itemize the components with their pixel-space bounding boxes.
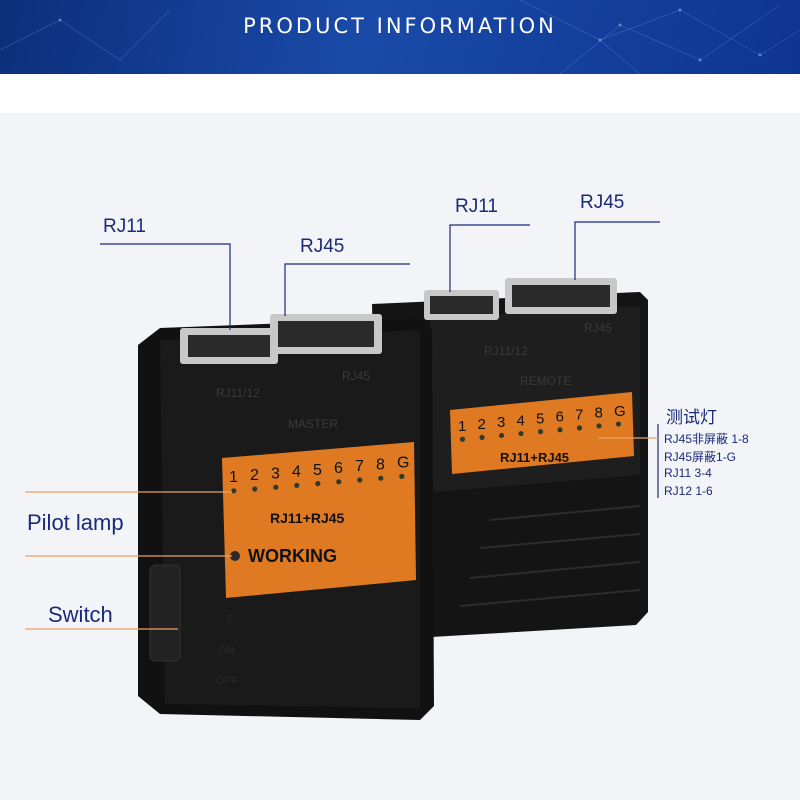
- master-led-dot: [336, 479, 342, 485]
- remote-grip-lines: [459, 505, 641, 607]
- remote-unit-name: REMOTE: [520, 374, 571, 388]
- master-led-dot: [399, 473, 405, 479]
- master-number: 4: [292, 464, 301, 481]
- page-title: PRODUCT INFORMATION: [243, 14, 557, 38]
- header-banner: PRODUCT INFORMATION: [0, 0, 800, 74]
- master-led-dot: [315, 481, 321, 487]
- remote-led-dot: [537, 429, 544, 435]
- legend-title: 测试灯: [666, 408, 717, 427]
- master-number: 7: [355, 458, 364, 475]
- callout-left-rj11: RJ11: [103, 216, 146, 237]
- callout-right-rj45: RJ45: [580, 192, 625, 213]
- remote-number: 4: [517, 412, 525, 429]
- working-label: WORKING: [248, 546, 337, 566]
- remote-number: 5: [536, 410, 544, 427]
- master-led-dot: [231, 488, 237, 494]
- legend-line-4: RJ12 1-6: [664, 484, 713, 498]
- remote-port-label: RJ11/12: [484, 344, 528, 358]
- remote-led-dot: [498, 432, 505, 439]
- master-led-dot: [378, 475, 384, 481]
- switch-mark-off: OFF: [216, 675, 238, 687]
- master-number: 1: [229, 469, 238, 486]
- remote-led-dot: [459, 436, 466, 442]
- remote-number: 3: [497, 414, 505, 431]
- remote-led-dot: [615, 421, 622, 427]
- master-number: 6: [334, 460, 343, 477]
- remote-rj45-label: RJ45: [584, 321, 612, 335]
- master-port-label: RJ11/12: [216, 386, 260, 400]
- legend-line-2: RJ45屏蔽1-G: [664, 450, 737, 464]
- remote-led-dot: [596, 423, 602, 429]
- remote-number: 7: [575, 407, 583, 424]
- switch-mark-on: ON: [218, 645, 235, 657]
- remote-led-dot: [557, 427, 563, 433]
- master-led-panel: [222, 442, 416, 598]
- network-pattern: [0, 0, 800, 74]
- switch-mark-s: S: [226, 613, 233, 625]
- master-number: 3: [271, 465, 280, 482]
- master-number: 2: [250, 467, 259, 484]
- remote-number: G: [614, 403, 626, 420]
- remote-number: 6: [556, 409, 564, 426]
- remote-led-dot: [576, 425, 583, 431]
- master-number: G: [397, 455, 409, 472]
- master-number: 5: [313, 462, 322, 479]
- master-number: 8: [376, 456, 385, 473]
- master-led-dot: [273, 484, 279, 490]
- legend-line-3: RJ11 3-4: [664, 466, 712, 480]
- callout-right-rj11: RJ11: [455, 196, 498, 217]
- callout-switch: Switch: [48, 602, 113, 627]
- remote-number: 1: [458, 418, 466, 435]
- remote-led-dot: [518, 430, 524, 437]
- power-switch[interactable]: [149, 564, 181, 662]
- master-panel-text: RJ11+RJ45: [270, 510, 345, 526]
- working-lamp: [230, 551, 240, 561]
- orange-callouts: [25, 437, 658, 630]
- legend-line-1: RJ45非屏蔽 1-8: [664, 432, 749, 446]
- remote-led-dot: [479, 434, 485, 440]
- master-led-dot: [357, 477, 363, 483]
- callout-pilot-lamp: Pilot lamp: [27, 510, 124, 535]
- remote-number: 2: [478, 416, 486, 433]
- callout-lines: [100, 221, 660, 498]
- master-rj45-label: RJ45: [342, 369, 370, 383]
- remote-number: 8: [595, 405, 603, 422]
- callout-left-rj45: RJ45: [300, 236, 345, 257]
- master-led-dot: [294, 482, 300, 488]
- master-led-dot: [252, 486, 258, 492]
- remote-panel-text: RJ11+RJ45: [500, 450, 569, 465]
- master-unit-name: MASTER: [288, 417, 338, 431]
